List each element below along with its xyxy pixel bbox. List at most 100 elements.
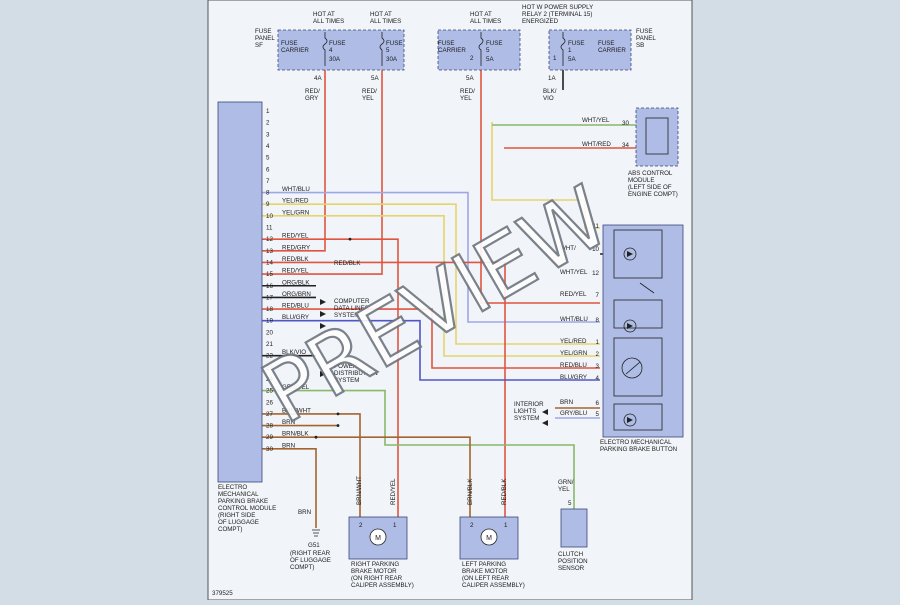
button-label: PARKING BRAKE BUTTON [600, 446, 677, 453]
power-arrow [320, 371, 326, 377]
wire-grn-yel [262, 389, 575, 509]
fuse-carrier-label: CARRIER [438, 47, 466, 54]
fuse-amps: 5A [371, 75, 379, 82]
interior-lights-label: SYSTEM [514, 415, 539, 422]
motor-wire-label: BRN/BLK [467, 478, 474, 505]
fuse-name: FUSE [486, 40, 503, 47]
ground-wire-label: BRN [298, 509, 311, 516]
computer-data-lines-label: DATA LINES [334, 305, 369, 312]
module-pin-number: 27 [266, 411, 273, 418]
wire-wht-blu [262, 191, 600, 323]
right-motor-label: CALIPER ASSEMBLY) [351, 582, 414, 589]
abs-pin-number: 34 [622, 142, 629, 149]
button-pin-number: 11 [593, 223, 600, 230]
right-motor-label: RIGHT PARKING [351, 561, 399, 568]
fuse-hot-label: ALL TIMES [313, 18, 344, 25]
splice-dot [314, 435, 318, 439]
interior-lights-label: INTERIOR [514, 401, 544, 408]
wire-red-blk-motor [262, 261, 506, 520]
fuse-number: 5 [486, 47, 490, 54]
right-motor-label: (ON RIGHT REAR [351, 575, 403, 582]
fuse-carrier-label: CARRIER [598, 47, 626, 54]
module-pin-number: 14 [266, 259, 273, 266]
wire-red-yel-motor [262, 238, 399, 520]
power-distribution-label: SYSTEM [334, 377, 359, 384]
fuse-pin: 2 [470, 55, 474, 62]
motor-icon [480, 528, 498, 546]
fuse-rating: 5A [486, 56, 494, 63]
fuse-amps: 4A [314, 75, 322, 82]
wire-yel-red [262, 203, 600, 345]
clutch-wire-label: YEL [558, 486, 570, 493]
clutch-sensor-label: CLUTCH [558, 551, 583, 558]
splice-dot [348, 237, 352, 241]
control-module-label: MECHANICAL [218, 491, 259, 498]
power-distribution-label: POWER [334, 363, 358, 370]
button-pin-wire: BLU/GRY [560, 374, 587, 381]
fuse-panel-sb-label: SB [636, 42, 644, 49]
fuse-wire-label: BLK/ [543, 88, 557, 95]
motor-pin-number: 2 [359, 522, 363, 529]
fuse-carrier-label: FUSE [438, 40, 455, 47]
wire-red-blu [262, 308, 600, 369]
module-pin-number: 9 [266, 201, 270, 208]
module-pin-number: 20 [266, 329, 273, 336]
control-module-label: PARKING BRAKE [218, 498, 268, 505]
button-pin-number: 7 [596, 292, 600, 299]
motor-pin-number: 1 [393, 522, 397, 529]
button-label: ELECTRO MECHANICAL [600, 439, 672, 446]
ground-icon [312, 529, 320, 537]
fuse-name: FUSE [329, 40, 346, 47]
module-pin-number: 16 [266, 283, 273, 290]
wire-paths [262, 68, 665, 528]
led-icon [623, 413, 637, 427]
button-pin-wire: RED/BLU [560, 362, 587, 369]
fuse-wire-label: RED/ [305, 88, 320, 95]
module-pin-number: 26 [266, 399, 273, 406]
wire-brn-ground [262, 448, 317, 528]
fuse-rating: 5A [568, 56, 576, 63]
wire-brn-blk [262, 436, 471, 520]
interior-lights-arrow [542, 420, 548, 426]
clutch-pin-number: 5 [568, 500, 572, 507]
motor-wire-label: RED/YEL [390, 478, 397, 505]
button-pin-wire: WHT/YEL [560, 269, 588, 276]
fuse-rating: 30A [386, 56, 398, 63]
fuse-name: FUSE [386, 40, 403, 47]
module-pin-wire: YEL/GRN [282, 209, 309, 216]
fuse-wire-label: RED/ [460, 88, 475, 95]
button-pin-number: 1 [596, 339, 600, 346]
fuse-amps: 1A [548, 75, 556, 82]
clutch-wire-label: GRN/ [558, 479, 574, 486]
splice-dot [336, 412, 340, 416]
button-section [613, 299, 663, 329]
switch-icon [639, 282, 655, 294]
button-box [602, 224, 684, 438]
button-pin-wire: WHT/BLU [560, 316, 588, 323]
interior-lights-arrow [542, 409, 548, 415]
fuse-name: FUSE [568, 40, 585, 47]
abs-module-label: ENGINE COMPT) [628, 191, 678, 198]
fuse-hot-label: HOT AT [313, 11, 335, 18]
module-pin-wire: BRN [282, 419, 295, 426]
button-pin-wire: YEL/GRN [560, 350, 587, 357]
module-pin-number: 19 [266, 318, 273, 325]
button-pin-number: 5 [596, 411, 600, 418]
module-pin-number: 4 [266, 143, 270, 150]
abs-module-box [635, 107, 679, 167]
module-pin-number: 25 [266, 388, 273, 395]
fuse-hot-label: HOT AT [370, 11, 392, 18]
control-module-label: CONTROL MODULE [218, 505, 276, 512]
fuse-wire-label: RED/ [362, 88, 377, 95]
button-section [613, 403, 663, 431]
power-distribution-label: DISTRIBUTION [334, 370, 378, 377]
wire-wht-yel [491, 122, 600, 229]
data-line-arrow [320, 299, 326, 305]
fuse-hot-label: ALL TIMES [370, 18, 401, 25]
fuse-pin: 1 [553, 55, 557, 62]
potentiometer-icon [625, 361, 641, 375]
clutch-sensor-box [560, 508, 588, 548]
fuse-panel-sb-label: PANEL [636, 35, 656, 42]
left-motor-label: BRAKE MOTOR [462, 568, 508, 575]
